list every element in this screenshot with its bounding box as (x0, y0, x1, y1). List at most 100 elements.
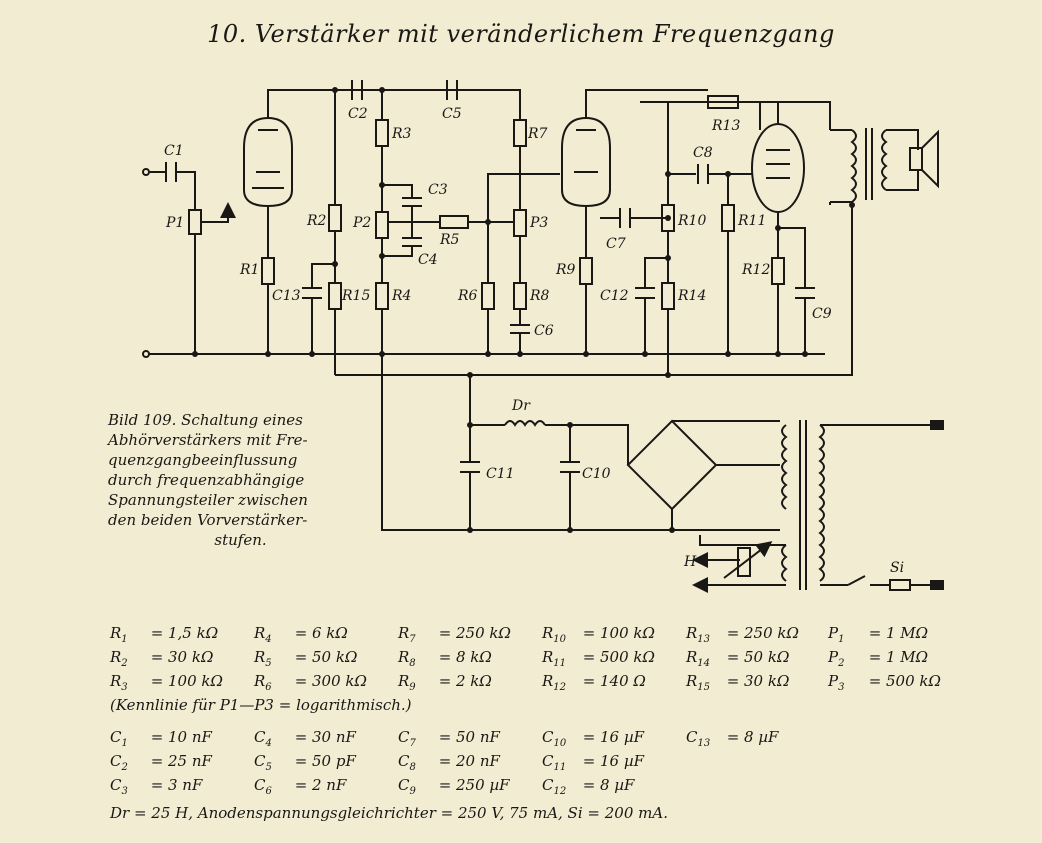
label-r9: R9 (555, 262, 576, 278)
component-value: C11=16 µF (542, 752, 644, 773)
component-index: 2 (121, 762, 128, 773)
component-amount: 3 nF (168, 776, 203, 794)
component-symbol: P (828, 672, 839, 690)
component-symbol: C (398, 728, 410, 746)
component-index: 8 (409, 658, 416, 669)
component-symbol: R (398, 624, 410, 642)
label-r3: R3 (391, 126, 412, 142)
label-c6: C6 (534, 323, 554, 339)
component-amount: 100 kΩ (168, 672, 223, 690)
label-r12: R12 (741, 262, 770, 278)
capacitor-c1 (165, 162, 177, 182)
kennlinie-note: (Kennlinie für P1—P3 = logarithmisch.) (110, 696, 412, 714)
equals-sign: = (294, 672, 308, 690)
resistor-r3 (375, 119, 389, 147)
capacitor-c4 (402, 237, 422, 247)
label-c4: C4 (418, 252, 438, 268)
component-index: 3 (121, 682, 128, 693)
component-symbol: R (686, 648, 698, 666)
label-c9: C9 (812, 306, 832, 322)
choke-dr (504, 420, 546, 427)
component-symbol: C (110, 752, 122, 770)
component-symbol: C (398, 776, 410, 794)
component-amount: 500 kΩ (886, 672, 941, 690)
component-symbol: R (686, 672, 698, 690)
component-index: 7 (409, 634, 416, 645)
figure-caption: Bild 109. Schaltung eines Abhörverstärke… (108, 410, 363, 550)
component-symbol: C (398, 752, 410, 770)
component-value: R2=30 kΩ (110, 648, 213, 669)
component-value: C4=30 nF (254, 728, 356, 749)
equals-sign: = (294, 752, 308, 770)
resistor-r9 (579, 257, 593, 285)
equals-sign: = (294, 624, 308, 642)
equals-sign: = (294, 776, 308, 794)
tube-3 (751, 123, 805, 213)
component-index: 14 (697, 658, 711, 669)
caption-line: stufen. (214, 531, 267, 549)
component-amount: 30 kΩ (168, 648, 214, 666)
equals-sign: = (150, 672, 164, 690)
resistor-r8 (513, 282, 527, 310)
label-h: H (683, 554, 697, 570)
footer-note: Dr = 25 H, Anodenspannungsgleichrichter … (110, 804, 668, 822)
component-amount: 250 µF (456, 776, 510, 794)
component-amount: 500 kΩ (600, 648, 655, 666)
capacitor-c11 (460, 461, 480, 473)
component-value: P2=1 MΩ (828, 648, 928, 669)
fuse-si (889, 579, 911, 591)
resistor-r7 (513, 119, 527, 147)
label-p2: P2 (352, 215, 371, 231)
component-index: 4 (265, 634, 272, 645)
capacitor-c13 (302, 287, 322, 299)
label-r4: R4 (391, 288, 411, 304)
component-amount: 20 nF (456, 752, 500, 770)
component-value: R4=6 kΩ (254, 624, 348, 645)
component-symbol: C (254, 776, 266, 794)
component-index: 11 (553, 762, 567, 773)
equals-sign: = (582, 752, 596, 770)
component-amount: 30 nF (312, 728, 356, 746)
component-symbol: C (686, 728, 698, 746)
component-symbol: R (686, 624, 698, 642)
capacitor-c12 (635, 287, 655, 299)
component-amount: 250 kΩ (456, 624, 511, 642)
resistor-r6 (481, 282, 495, 310)
component-amount: 50 kΩ (744, 648, 790, 666)
component-amount: 16 µF (600, 752, 645, 770)
caption-line: Bild 109. Schaltung eines (108, 411, 303, 429)
label-r5: R5 (439, 232, 460, 248)
component-value: C7=50 nF (398, 728, 500, 749)
component-amount: 50 nF (456, 728, 500, 746)
equals-sign: = (726, 728, 740, 746)
resistor-r4 (375, 282, 389, 310)
capacitor-c8 (697, 164, 709, 184)
component-index: 5 (265, 762, 272, 773)
component-value: R5=50 kΩ (254, 648, 357, 669)
label-c13: C13 (272, 288, 301, 304)
component-value: R13=250 kΩ (686, 624, 799, 645)
label-r13: R13 (711, 118, 740, 134)
component-symbol: R (254, 648, 266, 666)
equals-sign: = (868, 672, 882, 690)
label-si: Si (890, 560, 904, 576)
component-value: C13=8 µF (686, 728, 778, 749)
equals-sign: = (150, 776, 164, 794)
component-index: 8 (409, 762, 416, 773)
equals-sign: = (294, 648, 308, 666)
capacitor-c10 (560, 461, 580, 473)
caption-line: Spannungsteiler zwischen (108, 491, 308, 509)
caption-line: den beiden Vorverstärker- (108, 511, 308, 529)
component-symbol: C (542, 728, 554, 746)
resistor-r15 (328, 282, 342, 310)
component-index: 9 (409, 682, 416, 693)
component-index: 2 (121, 658, 128, 669)
component-amount: 250 kΩ (744, 624, 799, 642)
tube-2 (561, 116, 611, 208)
label-c10: C10 (582, 466, 611, 482)
equals-sign: = (150, 752, 164, 770)
component-symbol: C (542, 776, 554, 794)
capacitor-c3 (402, 197, 422, 207)
component-index: 2 (838, 658, 845, 669)
